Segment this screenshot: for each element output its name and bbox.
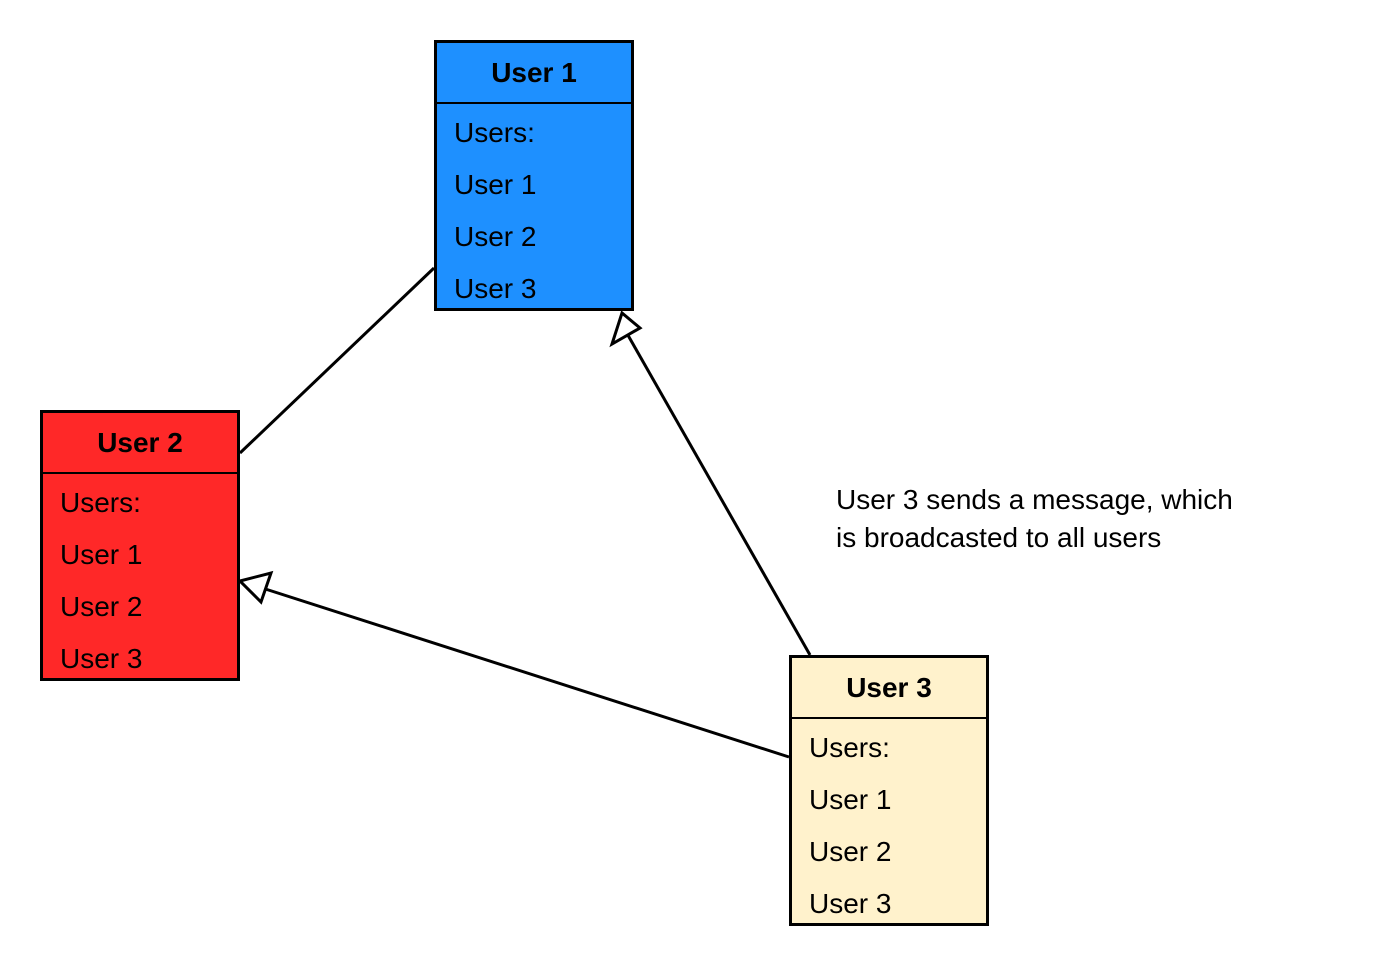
user2-list-item: User 1: [60, 539, 143, 570]
connector-user3-user1: [623, 329, 812, 656]
broadcast-caption: User 3 sends a message, which is broadca…: [836, 481, 1336, 557]
user2-list-item: User 3: [60, 643, 143, 674]
user3-list-item: User 2: [809, 836, 892, 867]
user3-box: User 3 Users: User 1 User 2 User 3: [789, 655, 989, 926]
user1-title: User 1: [437, 43, 631, 104]
user3-title: User 3: [792, 658, 986, 719]
caption-line-1: User 3 sends a message, which: [836, 484, 1233, 515]
user1-list-item: Users:: [454, 117, 535, 148]
user2-user-list: Users: User 1 User 2 User 3: [43, 474, 237, 692]
arrowhead-user2: [237, 570, 274, 605]
user2-list-item: User 2: [60, 591, 143, 622]
caption-line-2: is broadcasted to all users: [836, 522, 1162, 553]
user3-list-item: Users:: [809, 732, 890, 763]
user1-list-item: User 1: [454, 169, 537, 200]
user3-user-list: Users: User 1 User 2 User 3: [792, 719, 986, 937]
user1-list-item: User 2: [454, 221, 537, 252]
arrowhead-user1: [609, 310, 643, 348]
user1-box: User 1 Users: User 1 User 2 User 3: [434, 40, 634, 311]
connector-user2-user1: [238, 266, 436, 455]
user1-list-item: User 3: [454, 273, 537, 304]
user2-title: User 2: [43, 413, 237, 474]
user2-list-item: Users:: [60, 487, 141, 518]
user2-box: User 2 Users: User 1 User 2 User 3: [40, 410, 240, 681]
user3-list-item: User 3: [809, 888, 892, 919]
user1-user-list: Users: User 1 User 2 User 3: [437, 104, 631, 322]
user3-list-item: User 1: [809, 784, 892, 815]
connector-user3-user2: [255, 584, 790, 759]
